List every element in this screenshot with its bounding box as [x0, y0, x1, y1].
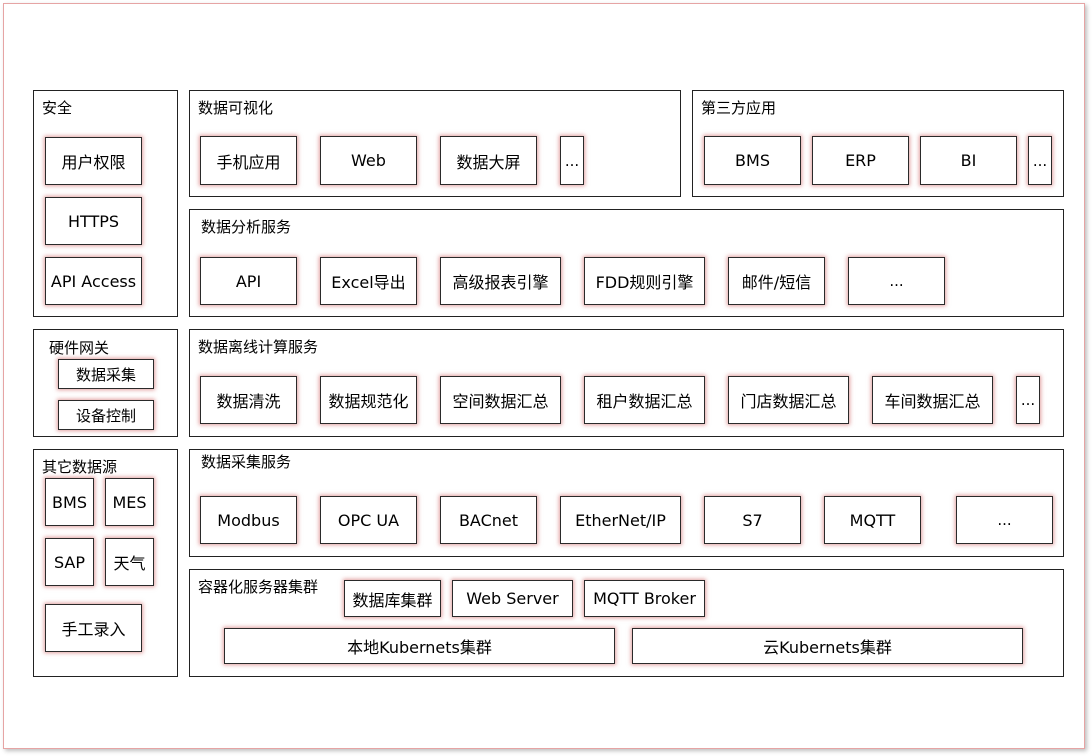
- bi-box: BI: [920, 136, 1017, 185]
- other-sources-title: 其它数据源: [42, 458, 118, 476]
- erp-box: ERP: [812, 136, 909, 185]
- space-summary-box: 空间数据汇总: [440, 376, 561, 424]
- https-box: HTTPS: [45, 197, 142, 245]
- report-engine-box: 高级报表引擎: [440, 257, 561, 305]
- third-party-more-box: ...: [1028, 136, 1052, 185]
- collection-more-box: ...: [956, 496, 1053, 544]
- opc-ua-box: OPC UA: [320, 496, 417, 544]
- data-cleaning-box: 数据清洗: [200, 376, 297, 424]
- visualization-more-box: ...: [560, 136, 584, 185]
- cloud-k8s-box: 云Kubernets集群: [632, 628, 1023, 664]
- user-permission-box: 用户权限: [45, 137, 142, 185]
- analysis-title: 数据分析服务: [201, 218, 292, 236]
- workshop-summary-box: 车间数据汇总: [872, 376, 993, 424]
- cluster-title: 容器化服务器集群: [198, 578, 319, 596]
- third-party-bms-box: BMS: [704, 136, 801, 185]
- third-party-title: 第三方应用: [701, 99, 777, 117]
- db-cluster-box: 数据库集群: [344, 580, 441, 617]
- offline-more-box: ...: [1016, 376, 1040, 424]
- data-normalization-box: 数据规范化: [320, 376, 417, 424]
- mqtt-broker-box: MQTT Broker: [584, 580, 705, 617]
- data-collection-box: 数据采集: [58, 359, 154, 389]
- fdd-engine-box: FDD规则引擎: [584, 257, 705, 305]
- security-title: 安全: [42, 99, 73, 117]
- device-control-box: 设备控制: [58, 400, 154, 430]
- store-summary-box: 门店数据汇总: [728, 376, 849, 424]
- api-access-box: API Access: [45, 257, 142, 305]
- excel-export-box: Excel导出: [320, 257, 417, 305]
- local-k8s-box: 本地Kubernets集群: [224, 628, 615, 664]
- s7-box: S7: [704, 496, 801, 544]
- collection-title: 数据采集服务: [201, 453, 292, 471]
- web-box: Web: [320, 136, 417, 185]
- source-mes-box: MES: [105, 478, 154, 526]
- web-server-box: Web Server: [452, 580, 573, 617]
- tenant-summary-box: 租户数据汇总: [584, 376, 705, 424]
- source-bms-box: BMS: [45, 478, 94, 526]
- source-weather-box: 天气: [105, 538, 154, 586]
- mobile-app-box: 手机应用: [200, 136, 297, 185]
- bacnet-box: BACnet: [440, 496, 537, 544]
- source-sap-box: SAP: [45, 538, 94, 586]
- mail-sms-box: 邮件/短信: [728, 257, 825, 305]
- manual-entry-box: 手工录入: [45, 604, 142, 652]
- mqtt-box: MQTT: [824, 496, 921, 544]
- offline-title: 数据离线计算服务: [198, 338, 319, 356]
- gateway-title: 硬件网关: [49, 339, 110, 357]
- visualization-title: 数据可视化: [198, 99, 274, 117]
- api-box: API: [200, 257, 297, 305]
- analysis-more-box: ...: [848, 257, 945, 305]
- big-screen-box: 数据大屏: [440, 136, 537, 185]
- modbus-box: Modbus: [200, 496, 297, 544]
- ethernet-ip-box: EtherNet/IP: [560, 496, 681, 544]
